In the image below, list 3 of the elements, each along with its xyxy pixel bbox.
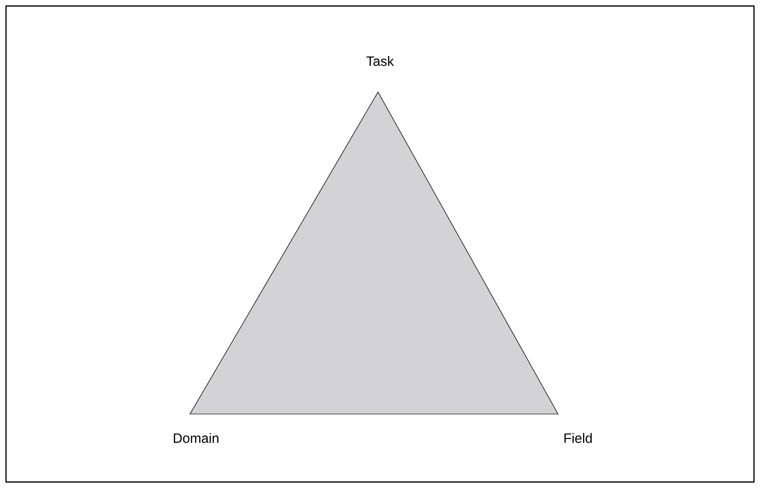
vertex-label: Task [366,56,394,66]
vertex-label: Field [564,433,592,443]
vertex-label: Domain [174,433,218,443]
